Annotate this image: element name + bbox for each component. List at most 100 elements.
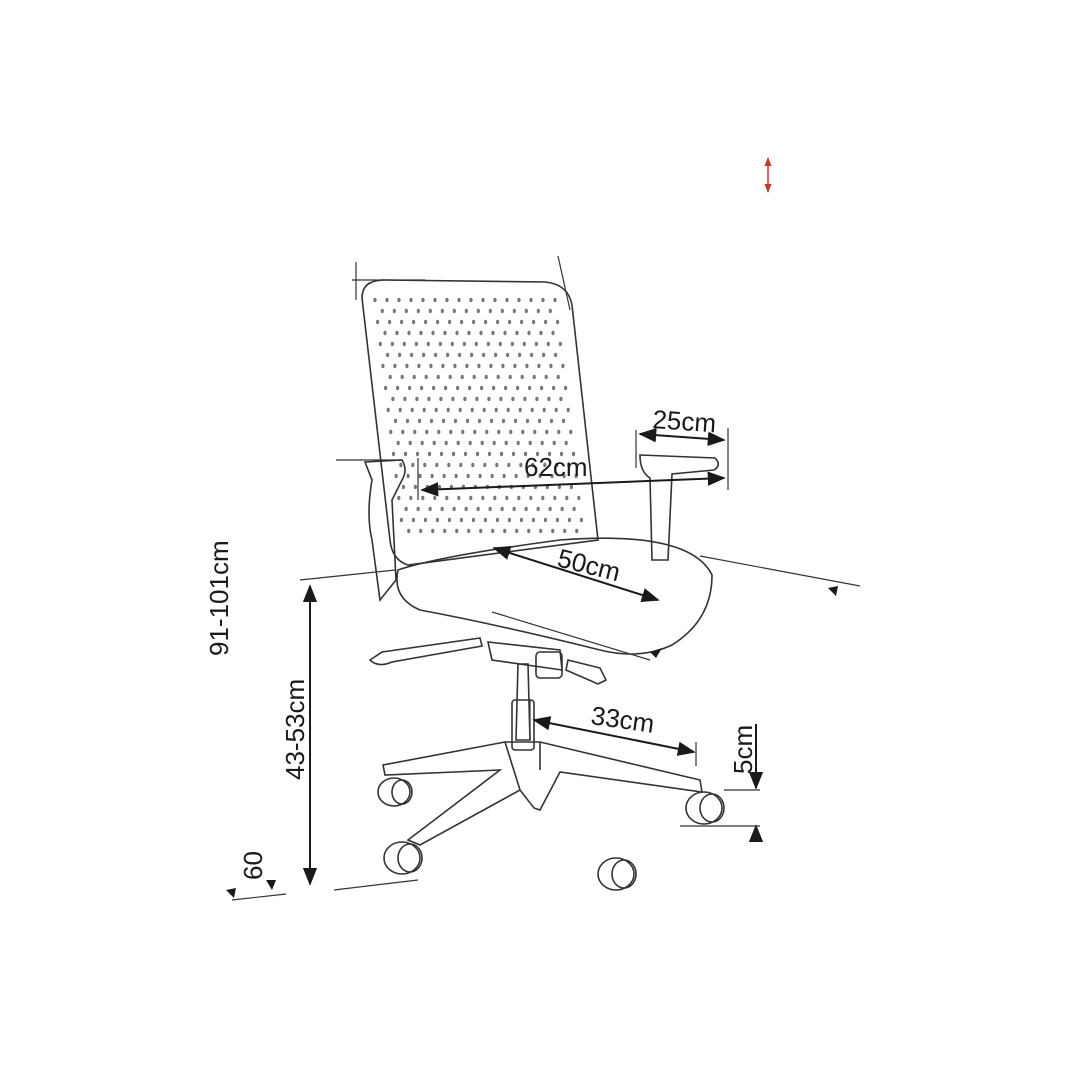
- mesh-dot: [423, 462, 427, 468]
- mesh-dot: [518, 407, 522, 413]
- mesh-dot: [509, 429, 513, 435]
- mesh-dot: [501, 363, 505, 369]
- mesh-dot: [507, 462, 511, 468]
- right-armrest: [639, 454, 720, 561]
- mesh-dot: [524, 506, 528, 512]
- mesh-dot: [524, 308, 528, 314]
- mesh-dot: [383, 330, 387, 336]
- mesh-dot: [575, 528, 579, 534]
- mesh-dot: [549, 418, 554, 424]
- mesh-dot: [432, 440, 436, 446]
- mesh-dot: [446, 352, 450, 358]
- mesh-dot: [428, 506, 432, 512]
- mesh-dot: [543, 517, 548, 523]
- mesh-dot: [423, 517, 427, 523]
- mesh-dot: [535, 396, 539, 402]
- mesh-dot: [422, 352, 426, 358]
- mesh-dot: [467, 330, 471, 336]
- mesh-dot: [421, 297, 425, 303]
- mesh-dot: [408, 440, 412, 446]
- mesh-dot: [545, 429, 549, 435]
- mesh-dot: [399, 462, 403, 468]
- mesh-dot: [399, 517, 403, 523]
- mesh-dot: [531, 462, 535, 468]
- mesh-dot: [476, 308, 480, 314]
- mesh-dot: [443, 330, 447, 336]
- mesh-dot: [510, 341, 514, 347]
- mesh-dot: [411, 517, 415, 523]
- mesh-dot: [571, 451, 576, 457]
- mesh-dot: [454, 473, 458, 479]
- mesh-dot: [519, 517, 524, 523]
- mesh-dot: [541, 495, 545, 501]
- mesh-dot: [540, 440, 544, 446]
- mesh-dot: [488, 308, 492, 314]
- mesh-dot: [453, 363, 457, 369]
- mesh-dot: [559, 396, 563, 402]
- mesh-dot: [401, 429, 405, 435]
- mesh-dot: [470, 352, 474, 358]
- mesh-dot: [561, 418, 566, 424]
- mesh-dot: [434, 352, 438, 358]
- mesh-dot: [447, 517, 451, 523]
- mesh-dot: [446, 407, 450, 413]
- mesh-dot: [556, 374, 560, 380]
- mesh-dot: [572, 506, 576, 512]
- mesh-dot: [469, 297, 473, 303]
- mesh-dot: [548, 506, 552, 512]
- mesh-dot: [467, 528, 471, 534]
- mesh-dot: [566, 407, 570, 413]
- mesh-dot: [532, 319, 536, 325]
- mesh-dot: [463, 396, 467, 402]
- mesh-dot: [488, 506, 492, 512]
- seat-mechanism: [486, 641, 563, 671]
- mesh-dot: [475, 396, 479, 402]
- mesh-dot: [569, 429, 573, 435]
- mesh-dot: [405, 418, 410, 424]
- mesh-dot: [557, 429, 561, 435]
- mesh-dot: [516, 385, 520, 391]
- mesh-dot: [464, 506, 468, 512]
- mesh-dot: [480, 440, 484, 446]
- mesh-dot: [447, 462, 451, 468]
- mesh-dot: [513, 363, 517, 369]
- caster-front-left: [383, 841, 423, 875]
- mesh-dot: [504, 440, 508, 446]
- mesh-dot: [400, 319, 404, 325]
- mesh-dot: [386, 352, 390, 358]
- mesh-dot: [442, 473, 446, 479]
- mesh-dot: [438, 341, 442, 347]
- mesh-dot: [527, 528, 531, 534]
- mesh-dot: [430, 473, 434, 479]
- mesh-dot: [390, 341, 394, 347]
- mesh-dot: [496, 319, 500, 325]
- mesh-dot: [440, 506, 444, 512]
- mesh-dot: [428, 308, 432, 314]
- mesh-dot: [544, 374, 548, 380]
- mesh-dot: [569, 484, 574, 490]
- mesh-dot: [444, 440, 448, 446]
- mesh-dot: [565, 495, 569, 501]
- mesh-dot: [417, 418, 422, 424]
- mesh-dot: [410, 352, 414, 358]
- mesh-dot: [517, 495, 521, 501]
- mesh-dot: [398, 352, 402, 358]
- mesh-dot: [392, 308, 396, 314]
- mesh-dot: [465, 363, 469, 369]
- left-armrest: [363, 459, 406, 602]
- mesh-dot: [410, 407, 414, 413]
- mesh-dot: [471, 462, 475, 468]
- mesh-dot: [493, 495, 497, 501]
- mesh-dot: [437, 429, 441, 435]
- mesh-dot: [457, 297, 461, 303]
- mesh-dot: [439, 396, 443, 402]
- mesh-dot: [517, 297, 521, 303]
- mesh-dot: [523, 396, 527, 402]
- mesh-dot: [485, 429, 489, 435]
- mesh-dot: [394, 473, 398, 479]
- mesh-dot: [405, 363, 409, 369]
- mesh-dot: [444, 385, 448, 391]
- mesh-dot: [436, 374, 440, 380]
- mesh-dot: [413, 429, 417, 435]
- mesh-dot: [419, 330, 423, 336]
